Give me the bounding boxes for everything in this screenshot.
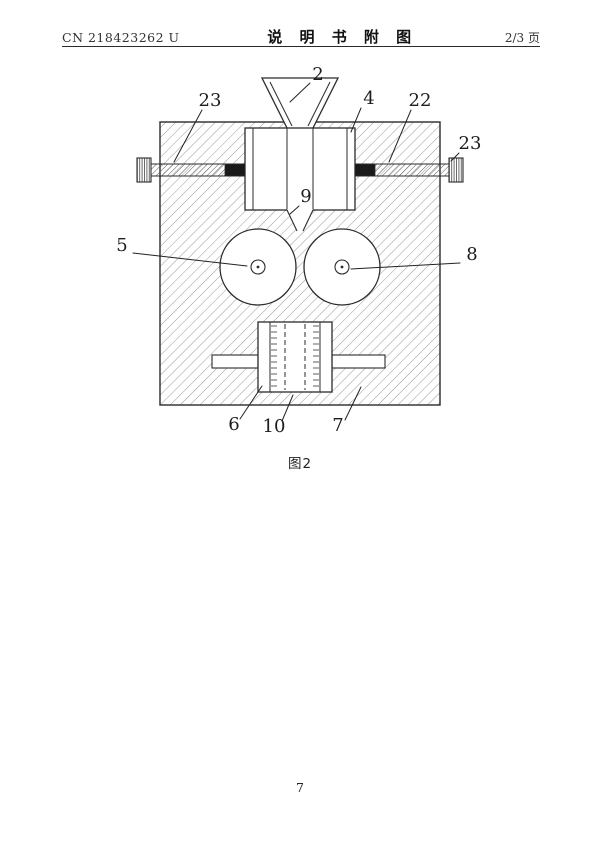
figure-caption: 图2 [287, 456, 313, 472]
right-thread-ticks [313, 325, 319, 387]
feed-box-body [244, 127, 356, 211]
discharge-body [257, 321, 333, 393]
outlet-walls [286, 209, 314, 232]
adjusting-rods [136, 157, 464, 183]
reference-numerals: 2 23 4 22 23 9 5 8 6 10 7 [116, 64, 481, 437]
left-rod-seal [224, 163, 246, 177]
left-side-plate [211, 354, 259, 369]
header-divider [62, 46, 540, 47]
leader-chute [289, 205, 300, 215]
leader-hopper [289, 82, 311, 103]
label-right-rod: 22 [409, 90, 432, 111]
patent-number: CN 218423262 U [62, 30, 180, 45]
label-lower-center: 10 [263, 416, 286, 437]
left-roller-center [256, 265, 260, 269]
label-hopper: 2 [312, 64, 323, 85]
right-side-plate [331, 354, 386, 369]
hopper-outline [260, 77, 340, 129]
leader-right-rod [388, 109, 412, 163]
feed-box-walls [252, 128, 348, 210]
label-left-roller: 5 [116, 235, 127, 256]
label-lower-left: 6 [228, 414, 239, 435]
left-thread-ticks [271, 325, 277, 387]
rollers [219, 228, 381, 306]
outlet-cavity [287, 209, 313, 231]
label-right-bolt: 23 [459, 133, 482, 154]
label-lower-right: 7 [332, 415, 343, 436]
leader-right-roller [350, 262, 461, 270]
label-right-roller: 8 [466, 244, 477, 265]
feed-box [244, 127, 356, 232]
discharge-hidden-lines [284, 324, 306, 390]
hopper-cavity [262, 78, 338, 128]
discharge-inner-walls [269, 322, 321, 392]
figure-2-drawing: 2 23 4 22 23 9 5 8 6 10 7 [116, 64, 481, 437]
sheet-indicator: 2/3 页 [504, 31, 540, 45]
leader-lower-left [239, 385, 263, 420]
hopper-inner-wall [269, 81, 331, 127]
label-left-bolt: 23 [199, 90, 222, 111]
left-knob [136, 157, 152, 183]
label-chute: 9 [300, 186, 311, 207]
right-rod-seal [354, 163, 376, 177]
leader-right-bolt [450, 152, 460, 162]
document-title: 说 明 书 附 图 [267, 28, 418, 46]
figure-area: 2 23 4 22 23 9 5 8 6 10 7 [0, 60, 600, 480]
right-knob [448, 157, 464, 183]
chute-channel [286, 128, 314, 210]
hopper-funnel [260, 77, 340, 129]
leader-lines [132, 82, 461, 422]
label-feed-box: 4 [363, 88, 374, 109]
page-header: CN 218423262 U 说 明 书 附 图 2/3 页 [62, 26, 540, 47]
leader-left-roller [132, 252, 248, 267]
page-number: 7 [296, 780, 304, 795]
leader-lower-center [281, 394, 294, 422]
leader-left-bolt [173, 109, 203, 163]
leader-lower-right [344, 386, 362, 421]
right-roller-center [340, 265, 344, 269]
lower-assembly [211, 321, 386, 393]
leader-feed-box [350, 107, 362, 133]
